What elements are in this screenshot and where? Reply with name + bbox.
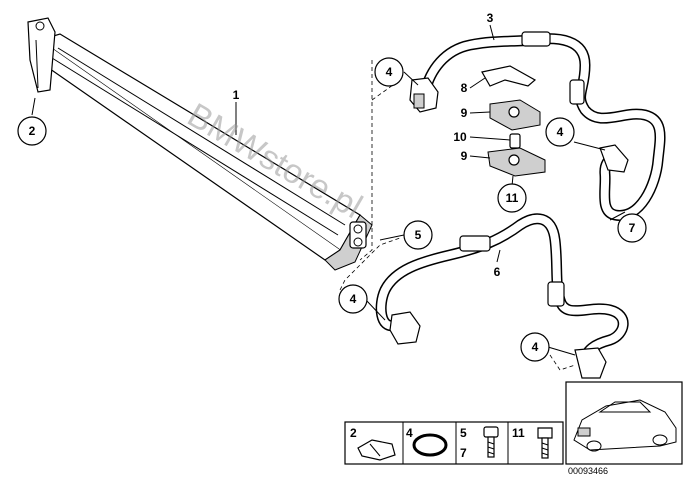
label-9-upper: 9 [461,106,468,120]
svg-text:7: 7 [629,221,636,235]
car-thumbnail: 00093466 [565,381,683,476]
callout-4-lower-right[interactable]: 4 [520,332,550,362]
callout-4-upper-right[interactable]: 4 [545,117,575,147]
hose-connector-lower-left[interactable] [389,311,421,345]
lower-hose[interactable] [375,213,629,368]
label-9-lower: 9 [461,149,468,163]
clamp-part-9-upper[interactable] [489,99,541,131]
legend-label-7: 7 [460,446,467,460]
svg-text:4: 4 [386,65,393,79]
legend-o-ring-icon [412,433,448,457]
callout-4-lower-left[interactable]: 4 [338,284,368,314]
legend-bolt-icon [483,426,499,458]
svg-text:4: 4 [532,340,539,354]
label-3: 3 [487,11,494,25]
spacer-part-10[interactable] [509,133,521,149]
callout-11[interactable]: 11 [497,183,527,213]
legend-label-4: 4 [406,426,413,440]
legend-label-5: 5 [460,426,467,440]
svg-text:11: 11 [506,191,519,205]
label-8: 8 [461,81,468,95]
bracket-part-8[interactable] [481,65,537,87]
legend-screw-icon [537,427,553,459]
hose-connector-upper-left[interactable] [409,77,439,113]
callout-2[interactable]: 2 [17,116,47,146]
label-1: 1 [233,88,240,102]
svg-text:4: 4 [350,292,357,306]
hose-connector-upper-right[interactable] [599,144,629,173]
svg-text:4: 4 [557,125,564,139]
mounting-bracket[interactable] [27,17,56,93]
svg-text:5: 5 [415,228,422,242]
label-10: 10 [453,130,467,144]
clamp-part-9-lower[interactable] [487,147,546,177]
hose-connector-lower-right[interactable] [574,347,607,379]
legend-strip: 2 4 5 7 11 [344,421,564,465]
callout-7[interactable]: 7 [617,213,647,243]
legend-label-11: 11 [512,426,525,440]
upper-hose[interactable] [419,31,666,221]
oil-cooler[interactable] [29,33,373,271]
callout-4-upper-left[interactable]: 4 [374,57,404,87]
label-6: 6 [494,265,501,279]
callout-5[interactable]: 5 [403,220,433,250]
diagram-code: 00093466 [568,466,608,476]
svg-text:2: 2 [29,124,36,138]
legend-clip-icon [357,439,396,461]
legend-label-2: 2 [350,426,357,440]
